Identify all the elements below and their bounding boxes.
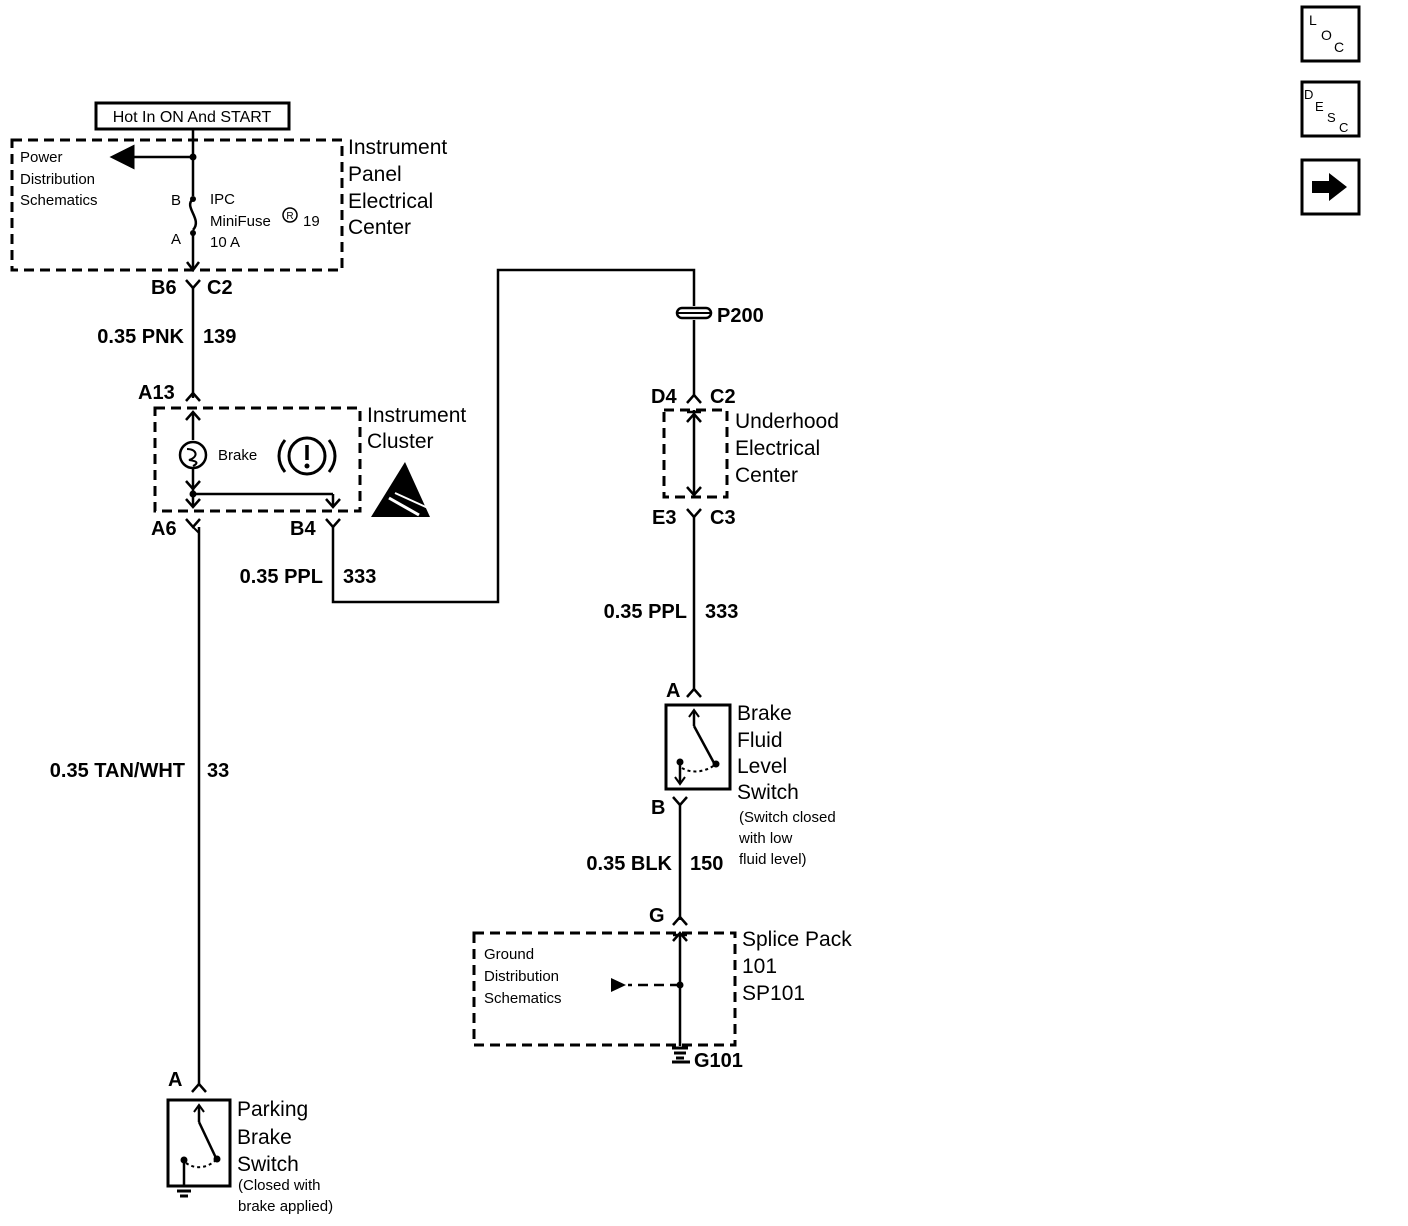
wire-150-circuit: 150 [690, 853, 723, 875]
brake-warning-icon [277, 436, 337, 476]
connector-a13: A13 [138, 382, 175, 404]
connector-c2-ipec: C2 [207, 277, 233, 299]
wire-33-circuit: 33 [207, 760, 229, 782]
ipec-label-1: Instrument [348, 136, 447, 159]
splice-label-1: Splice Pack [742, 928, 852, 951]
connector-g101: G101 [694, 1050, 743, 1072]
wire-139-circuit: 139 [203, 326, 236, 348]
fuse-pin-b: B [171, 192, 181, 209]
splice-label-2: 101 [742, 955, 777, 978]
esd-sensitive-icon [371, 462, 430, 517]
power-source-box: Hot In ON And START [94, 101, 291, 131]
ground-dist-label-1: Ground [484, 946, 534, 963]
connector-c2-uec: C2 [710, 386, 736, 408]
connector-a6: A6 [151, 518, 177, 540]
fuse-rating: 10 A [210, 234, 240, 251]
wire-150-color: 0.35 BLK [586, 853, 672, 875]
cluster-label-1: Instrument [367, 404, 466, 427]
splice-pack-box [472, 931, 737, 1047]
power-dist-label-1: Power [20, 149, 63, 166]
connector-b4: B4 [290, 518, 316, 540]
fuse-number: 19 [303, 213, 320, 230]
desc-letter-2: E [1315, 99, 1324, 114]
desc-button[interactable]: D E S C [1300, 80, 1361, 138]
wire-333 [331, 268, 696, 604]
desc-letter-1: D [1304, 87, 1313, 102]
bfls-label-4: Switch [737, 781, 799, 804]
wire-33-color: 0.35 TAN/WHT [50, 760, 185, 782]
svg-text:R: R [286, 211, 293, 222]
bfls-label-1: Brake [737, 702, 792, 725]
fuse-label-ipc: IPC [210, 191, 235, 208]
splice-label-3: SP101 [742, 982, 805, 1005]
desc-letter-3: S [1327, 110, 1336, 125]
loc-letter-1: L [1309, 12, 1317, 28]
bfls-note-1: (Switch closed [739, 809, 836, 826]
pbs-label-1: Parking [237, 1098, 308, 1121]
ground-dist-arrow [611, 978, 626, 992]
uec-label-2: Electrical [735, 437, 820, 460]
bfls-label-3: Level [737, 755, 787, 778]
registered-icon [282, 207, 298, 223]
loc-letter-3: C [1334, 39, 1344, 55]
connector-d4: D4 [651, 386, 677, 408]
bfls-label-2: Fluid [737, 729, 783, 752]
connector-c3: C3 [710, 507, 736, 529]
desc-letter-4: C [1339, 120, 1348, 135]
connector-e3: E3 [652, 507, 676, 529]
ground-dist-label-2: Distribution [484, 968, 559, 985]
brake-lamp-icon [178, 440, 208, 470]
ground-dist-label-3: Schematics [484, 990, 562, 1007]
power-source-label: Hot In ON And START [113, 109, 272, 126]
underhood-center-box [662, 408, 729, 499]
connector-bfls-a: A [666, 680, 680, 702]
pbs-label-2: Brake [237, 1126, 292, 1149]
wire-333-circuit-left: 333 [343, 566, 376, 588]
connector-bfls-b: B [651, 797, 665, 819]
pbs-note-2: brake applied) [238, 1198, 333, 1215]
wire-333-color-right: 0.35 PPL [604, 601, 687, 623]
parking-brake-switch-symbol [166, 1098, 232, 1188]
power-dist-label-3: Schematics [20, 192, 98, 209]
ipec-box [10, 138, 344, 272]
cluster-label-2: Cluster [367, 430, 434, 453]
ipec-label-2: Panel [348, 163, 402, 186]
wire-333-color-left: 0.35 PPL [240, 566, 323, 588]
pbs-note-1: (Closed with [238, 1177, 321, 1194]
ipec-label-3: Electrical [348, 190, 433, 213]
bfls-note-3: fluid level) [739, 851, 807, 868]
uec-label-3: Center [735, 464, 798, 487]
ipec-label-4: Center [348, 216, 411, 239]
wire-333-circuit-right: 333 [705, 601, 738, 623]
bfls-note-2: with low [738, 830, 793, 847]
pbs-label-3: Switch [237, 1153, 299, 1176]
fuse-pin-a: A [171, 231, 181, 248]
wire-139-color: 0.35 PNK [97, 326, 184, 348]
brake-fluid-switch-symbol [664, 703, 732, 791]
connector-pbs-a: A [168, 1069, 182, 1091]
fuse-symbol [188, 198, 198, 231]
ground-pbs-icon [175, 1184, 193, 1198]
right-arrow-icon [1312, 173, 1347, 201]
loc-button[interactable]: L O C [1300, 5, 1361, 63]
p200-inline-connector [675, 306, 713, 320]
uec-label-1: Underhood [735, 410, 839, 433]
ground-g101-icon [672, 1046, 690, 1064]
brake-indicator-label: Brake [218, 447, 257, 464]
instrument-cluster-box [153, 406, 362, 513]
connector-p200: P200 [717, 305, 764, 327]
connector-b6: B6 [151, 277, 177, 299]
next-button[interactable] [1300, 158, 1361, 216]
connector-g: G [649, 905, 665, 927]
power-dist-label-2: Distribution [20, 171, 95, 188]
loc-letter-2: O [1321, 27, 1332, 43]
fuse-label-minifuse: MiniFuse [210, 213, 271, 230]
